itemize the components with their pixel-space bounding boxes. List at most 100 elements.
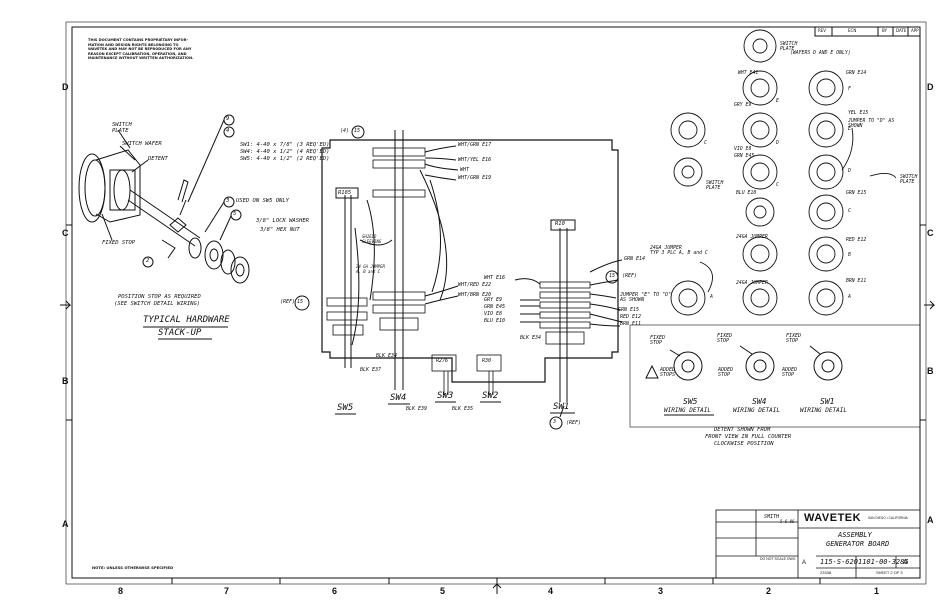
rev-col-ecn: ECN: [848, 28, 857, 33]
wire-label: GRN E45: [484, 304, 506, 310]
wafer-label: BRN E11: [846, 279, 867, 284]
lock-washer-label: 3/8" LOCK WASHER: [256, 218, 309, 224]
added-stops-sw5: ADDED STOPS: [660, 367, 676, 378]
blk-e34-label: BLK E34: [520, 335, 542, 341]
revision-letter: A: [903, 559, 908, 566]
notice-line: REASON EXCEPT CALIBRATION, OPERATION, AN…: [88, 51, 187, 56]
callout-9: 9: [226, 116, 230, 122]
sw4-label: SW4: [390, 393, 407, 403]
sw2-label: SW2: [482, 391, 499, 401]
wire-label: WHT E16: [484, 275, 506, 281]
title-block: [715, 509, 921, 579]
wire-label: GRN E14: [624, 256, 646, 262]
detent-note-1: DETENT SHOWN FROM: [714, 427, 771, 433]
switch-wafer-label: SWITCH WAFER: [122, 141, 162, 147]
zone-bottom-2: 2: [766, 586, 772, 596]
wafer-label: BLU E10: [736, 191, 757, 196]
note-bottom: NOTE: UNLESS OTHERWISE SPECIFIED: [92, 565, 174, 570]
zone-bottom-3: 3: [658, 586, 664, 596]
notice-line: MAINTENANCE WITHOUT WRITTEN AUTHORIZATIO…: [88, 56, 194, 61]
wire-label: WHT: [460, 167, 470, 173]
rev-col-date: DATE: [896, 28, 907, 33]
wafer-letter: C: [848, 209, 851, 214]
fixed-stop-sw4: FIXED STOP: [717, 333, 733, 344]
wire-label: VIO E8: [484, 311, 503, 317]
zone-bottom-6: 6: [332, 586, 338, 596]
notice-line: THIS DOCUMENT CONTAINS PROPRIETARY INFOR…: [88, 38, 188, 42]
wire-label: GRN E15: [618, 307, 640, 313]
company-location: SAN DIEGO • CALIFORNIA: [868, 516, 908, 520]
zone-bottom-1: 1: [874, 586, 880, 596]
zone-bottom-8: 8: [118, 586, 124, 596]
r30-label: R30: [482, 358, 492, 364]
drawing-title-2: GENERATOR BOARD: [826, 540, 890, 548]
rev-col-rev: REV: [818, 28, 827, 33]
zone-right-d: D: [927, 82, 934, 92]
zone-bottom-7: 7: [224, 586, 230, 596]
wafer-label: 24GA JUMPER: [736, 235, 768, 240]
detail-sw1: SW1: [820, 397, 835, 406]
wafer-letter: F: [848, 87, 851, 92]
do-not-scale: DO NOT SCALE DWG: [760, 557, 796, 561]
wafer-label: GRN E14: [846, 71, 867, 76]
jumper-e-d-label: JUMPER "E" TO "D" AS SHOWN: [620, 292, 672, 303]
code-ident: 23338: [820, 570, 832, 575]
detent-label: DETENT: [148, 156, 168, 162]
blk-e34-label-2: BLK E34: [376, 353, 398, 359]
r276-label: R276: [436, 358, 449, 364]
used-on-label: USED ON SW5 ONLY: [236, 198, 289, 204]
jumper-to-d-note: JUMPER TO "D" AS SHOWN: [848, 119, 895, 129]
wafer-letter: E: [776, 99, 779, 104]
wiring-detail-title: WIRING DETAIL: [800, 407, 847, 414]
callout-3: 3: [226, 198, 230, 204]
wire-label: RED E12: [620, 314, 642, 320]
drawing-number: 1101-00-3285: [858, 558, 909, 566]
wafer-letter: A: [848, 295, 851, 300]
jumper-typ-label: 24GA JUMPER TYP 3 PLC A, B and C: [650, 246, 708, 256]
wire-label: WHT/GRN E19: [458, 175, 492, 181]
callout-2: 2: [146, 258, 150, 264]
callout-5: 5: [233, 211, 237, 217]
position-note-2: (SEE SWITCH DETAIL WIRING): [114, 301, 201, 307]
blk-e35-label: BLK E35: [452, 406, 474, 412]
outer-frame: [65, 21, 927, 585]
notice-line: WAVETEK AND MAY NOT BE REPRODUCED FOR AN…: [88, 47, 192, 52]
wire-label: WHT/RED E22: [458, 282, 492, 288]
wafer-letter: C: [776, 183, 779, 188]
wire-label: GRY E9: [484, 297, 503, 303]
zone-left-c: C: [62, 228, 69, 238]
callout-15-right: 15: [609, 273, 616, 279]
wire-label: BLU E10: [484, 318, 506, 324]
wafer-letter: C: [704, 141, 707, 146]
callout-3-sw1: 3: [553, 419, 557, 425]
right-center-arrow: [924, 300, 936, 310]
zone-left-d: D: [62, 82, 69, 92]
hex-nut-label: 3/8" HEX NUT: [260, 227, 300, 233]
blk-e37-label: BLK E37: [360, 367, 382, 373]
detail-sw5: SW5: [683, 397, 698, 406]
stackup-title: TYPICAL HARDWARE: [143, 315, 230, 325]
wafer-letter: B: [848, 253, 851, 258]
switch-plate-top-label: SWITCH PLATE: [780, 42, 798, 52]
ident-number: 115-S-620: [820, 558, 858, 566]
zone-bottom-4: 4: [548, 586, 554, 596]
wafer-label: 24GA JUMPER: [736, 281, 768, 286]
sw5-label: SW5: [337, 403, 354, 413]
sw1-label: SW1: [553, 402, 570, 412]
ref-label-right: (REF): [622, 273, 638, 279]
company-logo: WAVETEK: [804, 512, 862, 524]
r10-label: R10: [555, 221, 565, 227]
wire-label: WHT/BRN E20: [458, 292, 492, 298]
ref-label-sw1: (REF): [566, 420, 582, 426]
rev-col-app: APP: [911, 28, 919, 33]
detent-note-2: FRONT VIEW IN FULL COUNTER: [705, 434, 792, 440]
wafer-letter: D: [776, 141, 779, 146]
jumper-abc-label: 24 GA JUMPER A, B and C: [356, 264, 385, 274]
wafer-label: GRN E45: [734, 154, 755, 159]
wafer-letter: A: [710, 295, 713, 300]
wafers-note: (WAFERS D AND E ONLY): [790, 51, 851, 56]
sw3-label: SW3: [437, 391, 454, 401]
added-stop-sw1: ADDED STOP: [782, 367, 798, 378]
r185-label: R185: [338, 190, 352, 196]
